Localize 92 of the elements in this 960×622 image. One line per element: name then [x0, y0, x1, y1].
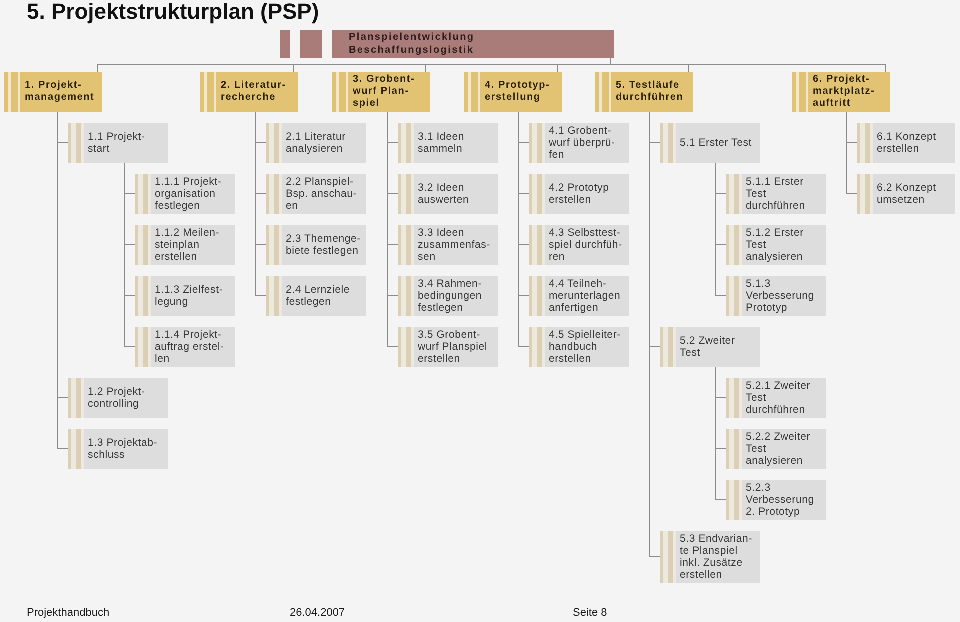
task-name: 3.4 Rahmen- bedingungen festlegen — [418, 278, 484, 314]
work-package-box — [726, 429, 826, 469]
work-package-box — [726, 480, 826, 520]
task-name: 5.1.2 Erster Test analysieren — [746, 227, 805, 263]
task-name: 5.3 Endvarian- te Planspiel inkl. Zusätze erstellen — [680, 533, 754, 581]
task-name: 4.5 Spielleiter- handbuch erstellen — [549, 329, 622, 365]
work-package-box — [68, 378, 168, 418]
work-package-box — [398, 327, 498, 367]
connector-line — [650, 112, 660, 558]
work-package-box — [68, 429, 168, 469]
task-name: 4.2 Prototyp erstellen — [549, 182, 610, 206]
connector-line — [518, 112, 530, 348]
task-name: 1.1 Projekt- start — [88, 131, 146, 155]
work-package-box — [135, 225, 235, 265]
task-name: 1.1.4 Projekt- auftrag erstel- len — [155, 329, 226, 365]
connector-line — [256, 112, 266, 296]
task-name: 5.2.1 Zweiter Test durchführen — [746, 380, 812, 416]
project-name: Planspielentwicklung Beschaffungslogistik — [349, 31, 476, 57]
work-package-box — [726, 174, 826, 214]
work-package-box — [529, 327, 629, 367]
connector-line — [388, 112, 398, 348]
work-package-box — [726, 276, 826, 316]
task-name: 5.2.3 Verbesserung 2. Prototyp — [746, 482, 816, 518]
phase-box — [792, 72, 890, 112]
phase-box — [332, 72, 430, 112]
phase-box — [4, 72, 102, 112]
task-name: 4.1 Grobent- wurf überprü- fen — [549, 125, 616, 161]
task-name: 3.3 Ideen zusammenfas- sen — [418, 227, 492, 263]
connector-line — [716, 162, 726, 296]
project-box — [280, 30, 614, 58]
work-package-box — [135, 276, 235, 316]
work-package-box — [398, 123, 498, 163]
work-package-box — [726, 378, 826, 418]
task-name: 5.2.2 Zweiter Test analysieren — [746, 431, 812, 467]
work-package-box — [660, 531, 760, 583]
task-name: 3.5 Grobent- wurf Planspiel erstellen — [418, 329, 489, 365]
work-package-box — [529, 225, 629, 265]
phase-box — [200, 72, 298, 112]
task-name: 1.3 Projektab- schluss — [88, 437, 159, 461]
task-name: 2.4 Lernziele festlegen — [286, 284, 352, 308]
connector-line — [846, 112, 858, 194]
document-name: Projekthandbuch — [27, 607, 110, 620]
work-package-box — [266, 123, 366, 163]
work-package-box — [135, 327, 235, 367]
task-name: 5.2 Zweiter Test — [680, 335, 736, 359]
page-number: Seite 8 — [573, 607, 608, 620]
page-title: 5. Projektstrukturplan (PSP) — [27, 0, 320, 25]
task-name: 3.2 Ideen auswerten — [418, 182, 470, 206]
task-name: 1.1.2 Meilen- steinplan erstellen — [155, 227, 221, 263]
connector-line — [98, 58, 886, 72]
phase-name: 3. Grobent- wurf Plan- spiel — [353, 74, 416, 110]
task-name: 1.1.1 Projekt- organisation festlegen — [155, 176, 223, 212]
phase-name: 1. Projekt- management — [25, 80, 96, 104]
task-name: 1.2 Projekt- controlling — [88, 386, 146, 410]
work-package-box — [398, 174, 498, 214]
phase-box — [464, 72, 562, 112]
work-package-box — [660, 327, 760, 367]
work-package-box — [529, 123, 629, 163]
connector-line — [124, 162, 136, 348]
work-package-box — [857, 174, 955, 214]
work-package-box — [529, 174, 629, 214]
work-package-box — [857, 123, 955, 163]
task-name: 6.1 Konzept erstellen — [877, 131, 938, 155]
work-package-box — [726, 225, 826, 265]
task-name: 2.1 Literatur analysieren — [286, 131, 347, 155]
task-name: 3.1 Ideen sammeln — [418, 131, 466, 155]
work-package-box — [68, 123, 168, 163]
date-text: 26.04.2007 — [290, 607, 346, 620]
task-name: 4.4 Teilneh- merunterlagen anfertigen — [549, 278, 622, 314]
task-name: 2.3 Themenge- biete festlegen — [286, 233, 362, 257]
task-name: 1.1.3 Zielfest- legung — [155, 284, 224, 308]
task-name: 2.2 Planspiel- Bsp. anschau- en — [286, 176, 358, 212]
work-package-box — [266, 225, 366, 265]
work-package-box — [266, 276, 366, 316]
phase-box — [595, 72, 693, 112]
work-package-box — [135, 174, 235, 214]
task-name: 5.1 Erster Test — [680, 137, 754, 149]
task-name: 5.1.3 Verbesserung Prototyp — [746, 278, 816, 314]
task-name: 5.1.1 Erster Test durchführen — [746, 176, 806, 212]
connector-line — [58, 112, 68, 450]
work-package-box — [529, 276, 629, 316]
work-package-box — [398, 276, 498, 316]
phase-name: 6. Projekt- marktplatz- auftritt — [813, 74, 876, 110]
task-name: 6.2 Konzept umsetzen — [877, 182, 938, 206]
phase-name: 5. Testläufe durchführen — [616, 80, 685, 104]
work-package-box — [398, 225, 498, 265]
phase-name: 4. Prototyp- erstellung — [485, 80, 552, 104]
phase-name: 2. Literatur- recherche — [221, 80, 288, 104]
connector-line — [716, 366, 726, 500]
task-name: 4.3 Selbsttest- spiel durchfüh- ren — [549, 227, 624, 263]
work-package-box — [266, 174, 366, 214]
work-package-box — [660, 123, 760, 163]
